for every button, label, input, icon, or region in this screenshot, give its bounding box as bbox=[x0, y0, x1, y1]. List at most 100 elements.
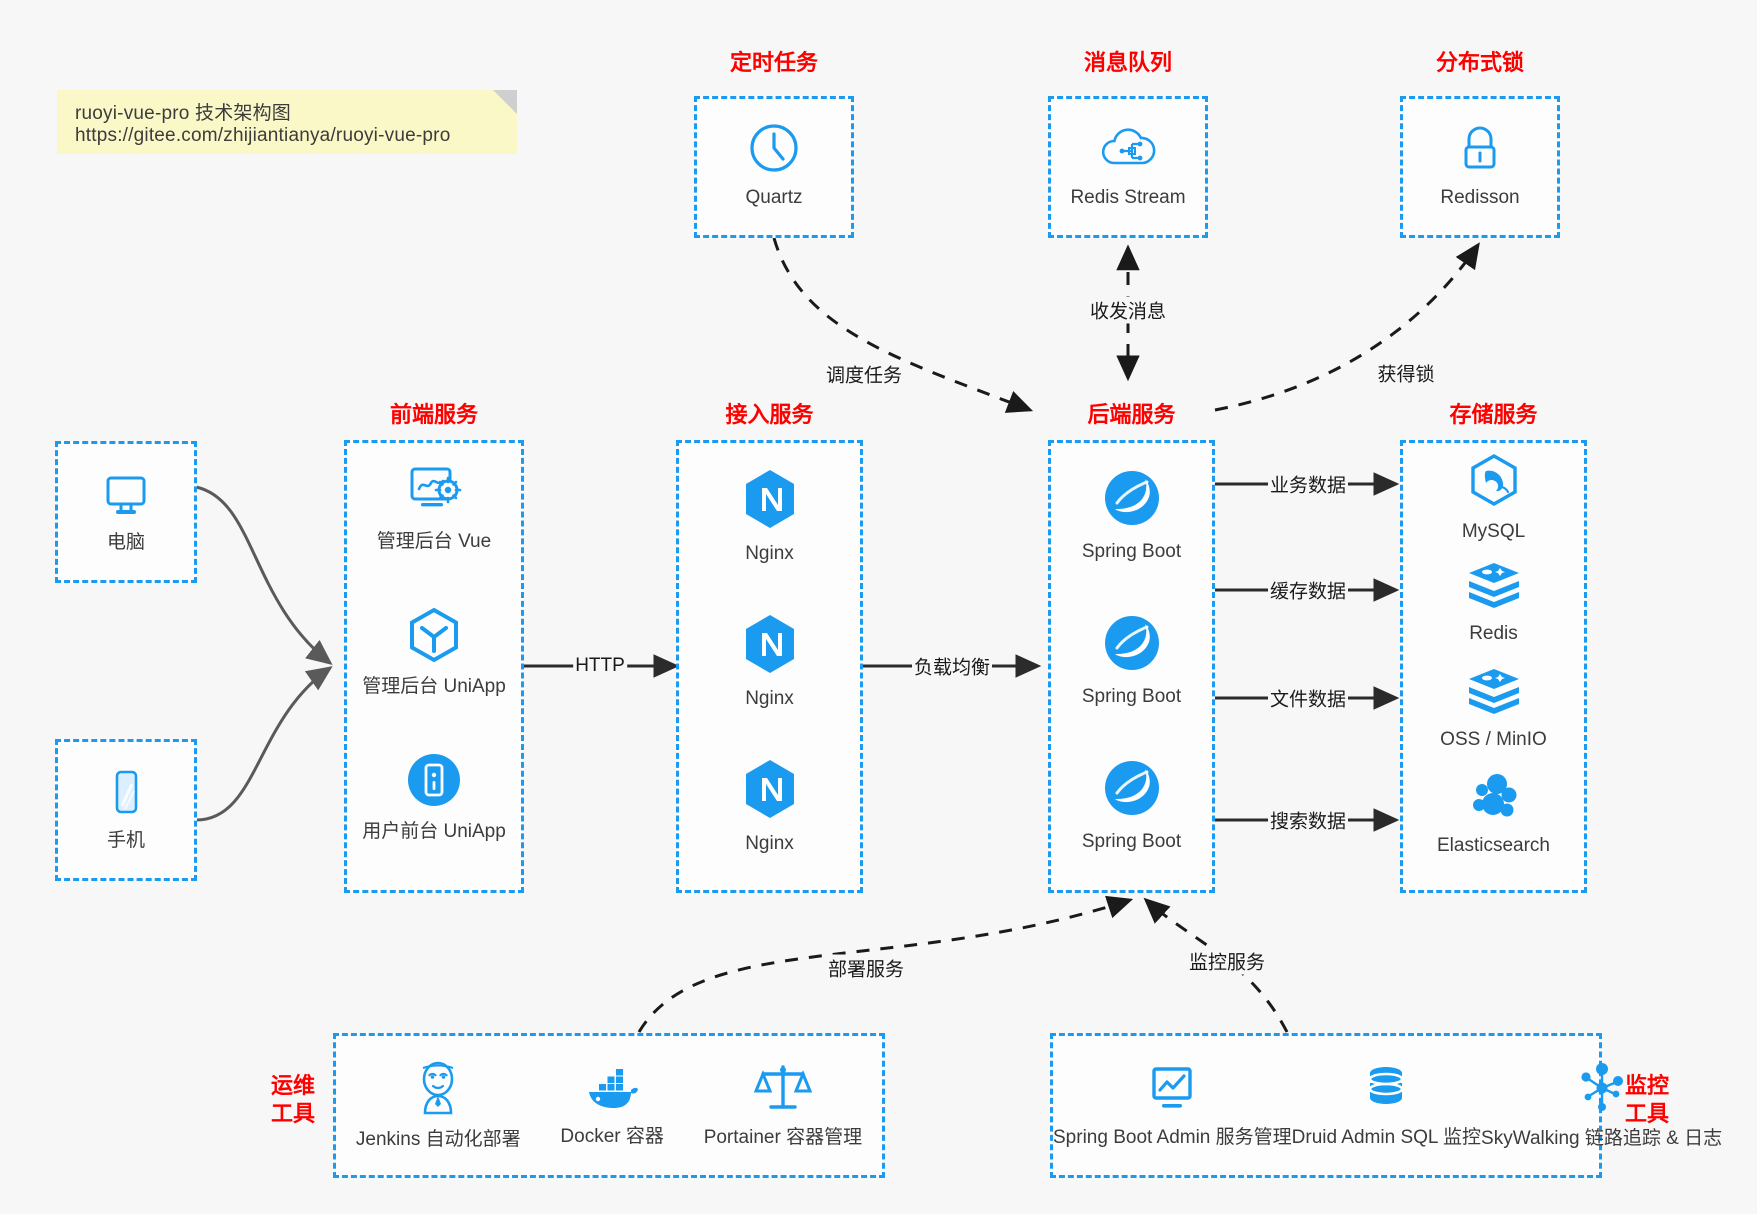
node-user-uniapp[interactable]: 用户前台 UniApp bbox=[347, 751, 521, 844]
group-title-devops: 运维 工具 bbox=[258, 1072, 328, 1127]
group-box-desktop-client[interactable]: 电脑 bbox=[55, 441, 197, 583]
node-label: Redis Stream bbox=[1070, 187, 1186, 208]
node-spring-boot-admin[interactable]: Spring Boot Admin 服务管理 bbox=[1053, 1061, 1292, 1151]
node-redis[interactable]: Redis bbox=[1403, 559, 1584, 646]
group-box-storage[interactable]: MySQL Redis bbox=[1400, 440, 1587, 893]
note-url: https://gitee.com/zhijiantianya/ruoyi-vu… bbox=[75, 125, 451, 146]
edge-label-schedule-task: 调度任务 bbox=[823, 360, 905, 388]
group-box-distributed-lock[interactable]: Redisson bbox=[1400, 96, 1560, 238]
node-label-main: Druid Admin bbox=[1291, 1126, 1396, 1148]
clock-icon bbox=[747, 121, 801, 180]
node-label: 管理后台 UniApp bbox=[362, 676, 506, 697]
group-title-devops-line1: 运维 bbox=[270, 1073, 315, 1098]
node-label-main: Spring Boot Admin bbox=[1053, 1126, 1211, 1148]
node-label: 手机 bbox=[106, 830, 145, 851]
node-nginx-2[interactable]: Nginx bbox=[679, 612, 860, 711]
node-label-main: SkyWalking bbox=[1481, 1127, 1580, 1149]
portainer-scales-icon bbox=[753, 1061, 813, 1120]
group-title-devops-line2: 工具 bbox=[270, 1100, 315, 1126]
node-spring-boot-1[interactable]: Spring Boot bbox=[1051, 467, 1212, 564]
node-label: MySQL bbox=[1461, 521, 1526, 542]
node-skywalking[interactable]: SkyWalking 链路追踪 & 日志 bbox=[1481, 1060, 1722, 1152]
node-mysql[interactable]: MySQL bbox=[1403, 453, 1584, 544]
spring-boot-icon bbox=[1101, 757, 1163, 824]
cloud-network-icon bbox=[1099, 121, 1157, 180]
node-nginx-3[interactable]: Nginx bbox=[679, 757, 860, 856]
node-label: 用户前台 UniApp bbox=[362, 821, 506, 842]
info-note: ruoyi-vue-pro 技术架构图 https://gitee.com/zh… bbox=[57, 90, 517, 154]
node-label-sub: 容器管理 bbox=[786, 1126, 863, 1148]
group-box-backend[interactable]: Spring Boot Spring Boot Spring Boot bbox=[1048, 440, 1215, 893]
edge-label-cache-data: 缓存数据 bbox=[1267, 576, 1349, 604]
hexagon-cube-icon bbox=[405, 606, 463, 669]
edge-label-monitor-service: 监控服务 bbox=[1186, 947, 1268, 975]
node-label: Spring Boot bbox=[1081, 831, 1182, 852]
elasticsearch-icon bbox=[1465, 771, 1523, 828]
node-admin-uniapp[interactable]: 管理后台 UniApp bbox=[347, 606, 521, 699]
node-label-main: Jenkins bbox=[355, 1128, 421, 1150]
node-redisson[interactable]: Redisson bbox=[1403, 121, 1557, 210]
nginx-icon bbox=[740, 757, 800, 826]
group-box-frontend[interactable]: 管理后台 Vue 管理后台 UniApp 用户前台 UniApp bbox=[344, 440, 524, 893]
group-box-gateway[interactable]: Nginx Nginx Nginx bbox=[676, 440, 863, 893]
node-jenkins[interactable]: Jenkins 自动化部署 bbox=[356, 1059, 521, 1153]
node-nginx-1[interactable]: Nginx bbox=[679, 467, 860, 566]
group-title-monitoring-line2: 工具 bbox=[1624, 1100, 1669, 1126]
redis-stack-icon bbox=[1465, 559, 1523, 616]
skywalking-node-icon bbox=[1573, 1060, 1631, 1121]
node-mobile[interactable]: 手机 bbox=[58, 766, 194, 853]
node-label: 电脑 bbox=[106, 532, 145, 553]
docker-whale-icon bbox=[581, 1062, 643, 1119]
node-label-main: Docker bbox=[560, 1125, 621, 1147]
group-title-gateway: 接入服务 bbox=[725, 402, 814, 427]
node-docker[interactable]: Docker 容器 bbox=[560, 1062, 664, 1150]
group-title-message-queue: 消息队列 bbox=[1083, 50, 1172, 75]
node-desktop[interactable]: 电脑 bbox=[58, 468, 194, 555]
node-label: Druid Admin SQL 监控 bbox=[1292, 1126, 1481, 1151]
group-box-mobile-client[interactable]: 手机 bbox=[55, 739, 197, 881]
node-label-main: Portainer bbox=[703, 1126, 781, 1148]
devops-node-row: Jenkins 自动化部署 bbox=[336, 1036, 882, 1175]
edge-label-file-data: 文件数据 bbox=[1267, 684, 1349, 712]
node-label: Elasticsearch bbox=[1437, 835, 1550, 856]
group-title-frontend: 前端服务 bbox=[389, 402, 478, 427]
group-box-monitoring[interactable]: Spring Boot Admin 服务管理 bbox=[1050, 1033, 1722, 1178]
spring-boot-icon bbox=[1101, 467, 1163, 534]
node-label: OSS / MinIO bbox=[1440, 729, 1547, 750]
node-label-sub: 容器 bbox=[625, 1125, 664, 1147]
group-box-scheduled-task[interactable]: Quartz bbox=[694, 96, 854, 238]
edge-label-deploy-service: 部署服务 bbox=[825, 954, 907, 982]
node-spring-boot-3[interactable]: Spring Boot bbox=[1051, 757, 1212, 854]
object-storage-icon bbox=[1465, 665, 1523, 722]
node-label: Spring Boot bbox=[1081, 686, 1182, 707]
node-label: Spring Boot Admin 服务管理 bbox=[1053, 1126, 1292, 1151]
node-spring-boot-2[interactable]: Spring Boot bbox=[1051, 612, 1212, 709]
node-label: Nginx bbox=[745, 543, 794, 564]
node-druid-admin[interactable]: Druid Admin SQL 监控 bbox=[1292, 1061, 1481, 1151]
node-label-sub: SQL 监控 bbox=[1400, 1126, 1482, 1148]
group-box-message-queue[interactable]: Redis Stream bbox=[1048, 96, 1208, 238]
node-quartz[interactable]: Quartz bbox=[697, 121, 851, 210]
node-oss-minio[interactable]: OSS / MinIO bbox=[1403, 665, 1584, 752]
edge-label-http: HTTP bbox=[573, 655, 627, 677]
jenkins-butler-icon bbox=[409, 1059, 467, 1122]
node-label: Quartz bbox=[745, 187, 803, 208]
node-redis-stream[interactable]: Redis Stream bbox=[1051, 121, 1205, 210]
node-label: Spring Boot bbox=[1081, 541, 1182, 562]
node-label-sub: 自动化部署 bbox=[425, 1128, 521, 1150]
desktop-monitor-icon bbox=[99, 468, 153, 525]
group-box-devops[interactable]: Jenkins 自动化部署 bbox=[333, 1033, 885, 1178]
node-admin-vue[interactable]: 管理后台 Vue bbox=[347, 461, 521, 554]
node-label: Nginx bbox=[745, 688, 794, 709]
note-title: ruoyi-vue-pro 技术架构图 bbox=[75, 103, 292, 124]
node-label: Nginx bbox=[745, 833, 794, 854]
node-label-sub: 链路追踪 & 日志 bbox=[1584, 1127, 1723, 1149]
node-label-sub: 服务管理 bbox=[1215, 1126, 1292, 1148]
smartphone-icon bbox=[99, 766, 153, 823]
node-elasticsearch[interactable]: Elasticsearch bbox=[1403, 771, 1584, 858]
group-title-monitoring: 监控 工具 bbox=[1612, 1072, 1682, 1127]
group-title-scheduled-task: 定时任务 bbox=[729, 50, 818, 75]
node-label: Redis bbox=[1469, 623, 1518, 644]
node-portainer[interactable]: Portainer 容器管理 bbox=[704, 1061, 862, 1151]
